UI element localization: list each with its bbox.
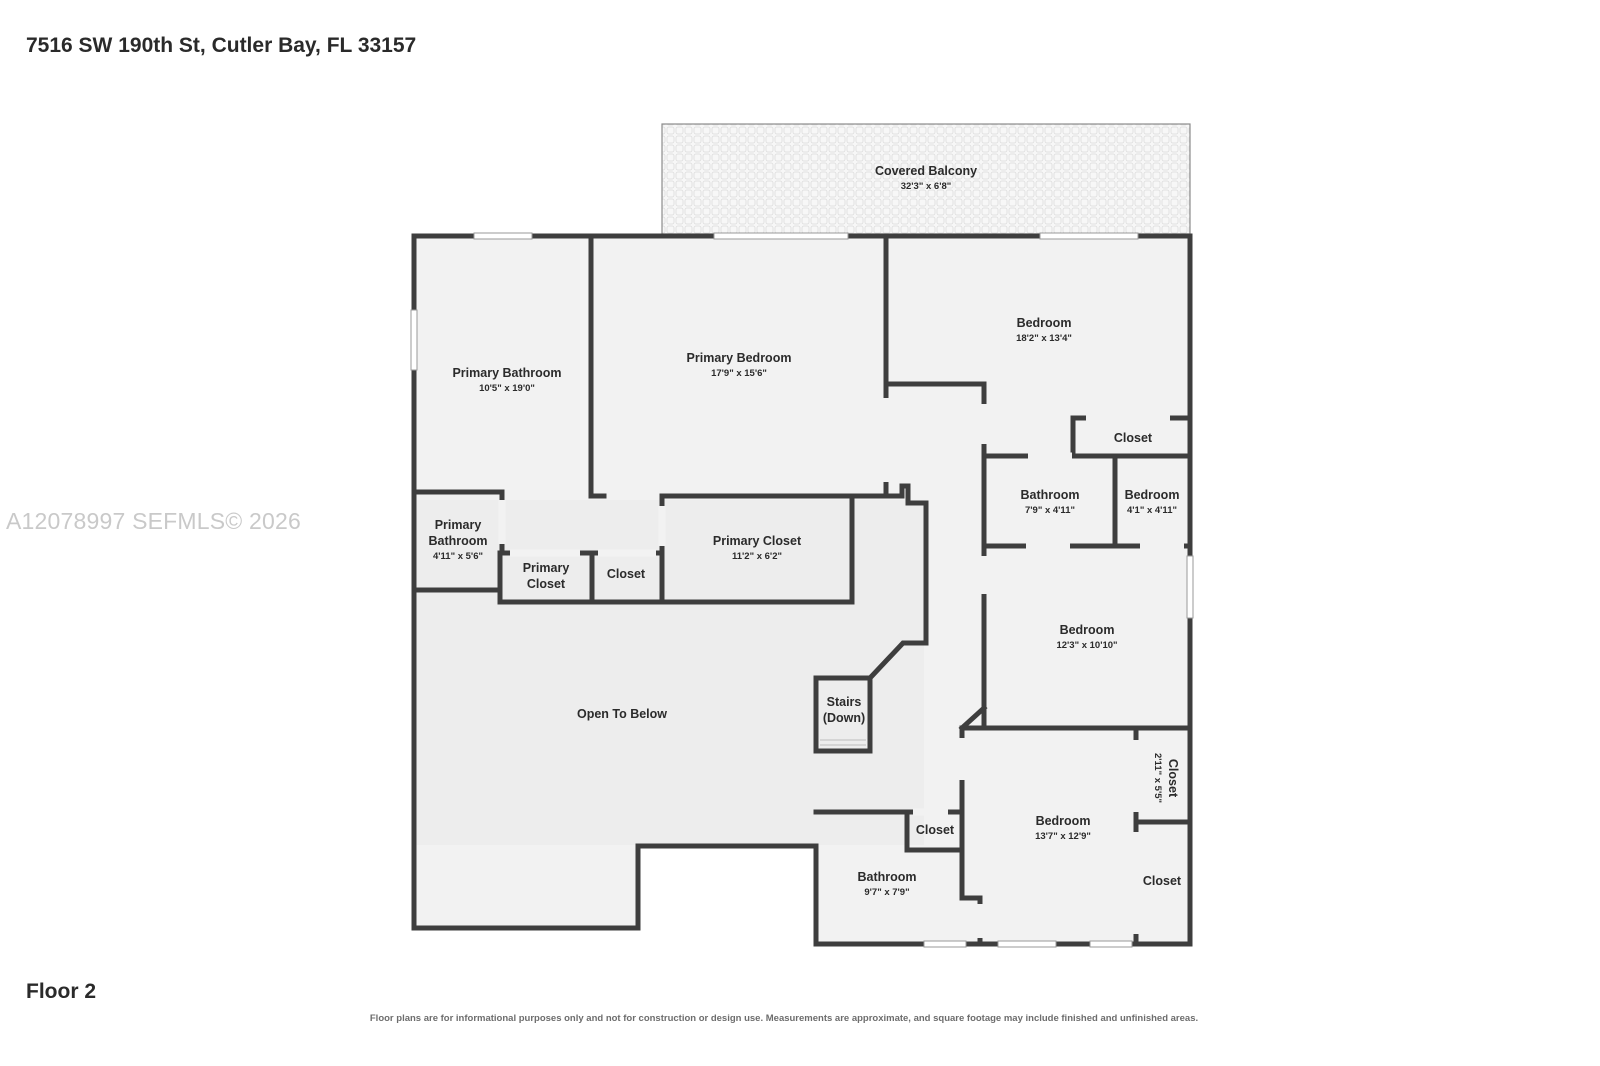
stairs-name-2: (Down): [823, 711, 865, 725]
primary-bedroom-dim: 17'9" x 15'6": [711, 368, 767, 379]
balcony-area: [661, 123, 1191, 235]
balcony-name: Covered Balcony: [875, 164, 977, 178]
primary-bathroom-small-name-2: Bathroom: [428, 534, 487, 548]
bedroom-1-dim: 18'2" x 13'4": [1016, 333, 1072, 344]
primary-bathroom-small-dim: 4'11" x 5'6": [433, 551, 483, 562]
bedroom-3-dim: 13'7" x 12'9": [1035, 831, 1091, 842]
closet-2-name: Closet: [607, 567, 646, 581]
closet-5-name: Closet: [1143, 874, 1182, 888]
primary-closet-dim: 11'2" x 6'2": [732, 551, 782, 562]
windows: [410, 232, 1194, 948]
exterior-walls: [411, 233, 1193, 947]
primary-bedroom-name: Primary Bedroom: [687, 351, 792, 365]
closet-3-name: Closet: [1166, 759, 1180, 798]
primary-bathroom-small-name-1: Primary: [435, 518, 482, 532]
stairs-name-1: Stairs: [827, 695, 862, 709]
stairs-treads: [820, 739, 866, 746]
bedroom-1-name: Bedroom: [1017, 316, 1072, 330]
door-openings: [498, 398, 1184, 938]
bedroom-3-name: Bedroom: [1036, 814, 1091, 828]
balcony-dim: 32'3" x 6'8": [901, 181, 952, 192]
bedroom-2-dim: 12'3" x 10'10": [1056, 640, 1117, 651]
bedroom-small-dim: 4'1" x 4'11": [1127, 505, 1177, 516]
bathroom-2-dim: 9'7" x 7'9": [864, 887, 909, 898]
primary-closet-small-name-1: Primary: [523, 561, 570, 575]
primary-bathroom-name: Primary Bathroom: [452, 366, 561, 380]
primary-closet-name: Primary Closet: [713, 534, 802, 548]
floor-label: Floor 2: [26, 980, 97, 1003]
closet-1-name: Closet: [1114, 431, 1153, 445]
bedroom-2-name: Bedroom: [1060, 623, 1115, 637]
bathroom-1-name: Bathroom: [1020, 488, 1079, 502]
closet-3-dim: 2'11" x 5'5": [1152, 753, 1163, 803]
room-labels: Covered Balcony 32'3" x 6'8" Primary Bat…: [428, 164, 1181, 898]
open-below-fill: [414, 500, 924, 845]
mls-watermark: A12078997 SEFMLS© 2026: [6, 508, 301, 534]
disclaimer-text: Floor plans are for informational purpos…: [369, 1013, 1199, 1024]
primary-bathroom-dim: 10'5" x 19'0": [479, 383, 535, 394]
property-address: 7516 SW 190th St, Cutler Bay, FL 33157: [26, 34, 417, 57]
open-to-below-name: Open To Below: [577, 707, 667, 721]
bedroom-small-name: Bedroom: [1125, 488, 1180, 502]
primary-closet-small-name-2: Closet: [527, 577, 566, 591]
bathroom-1-dim: 7'9" x 4'11": [1025, 505, 1075, 516]
closet-4-name: Closet: [916, 823, 955, 837]
bathroom-2-name: Bathroom: [857, 870, 916, 884]
